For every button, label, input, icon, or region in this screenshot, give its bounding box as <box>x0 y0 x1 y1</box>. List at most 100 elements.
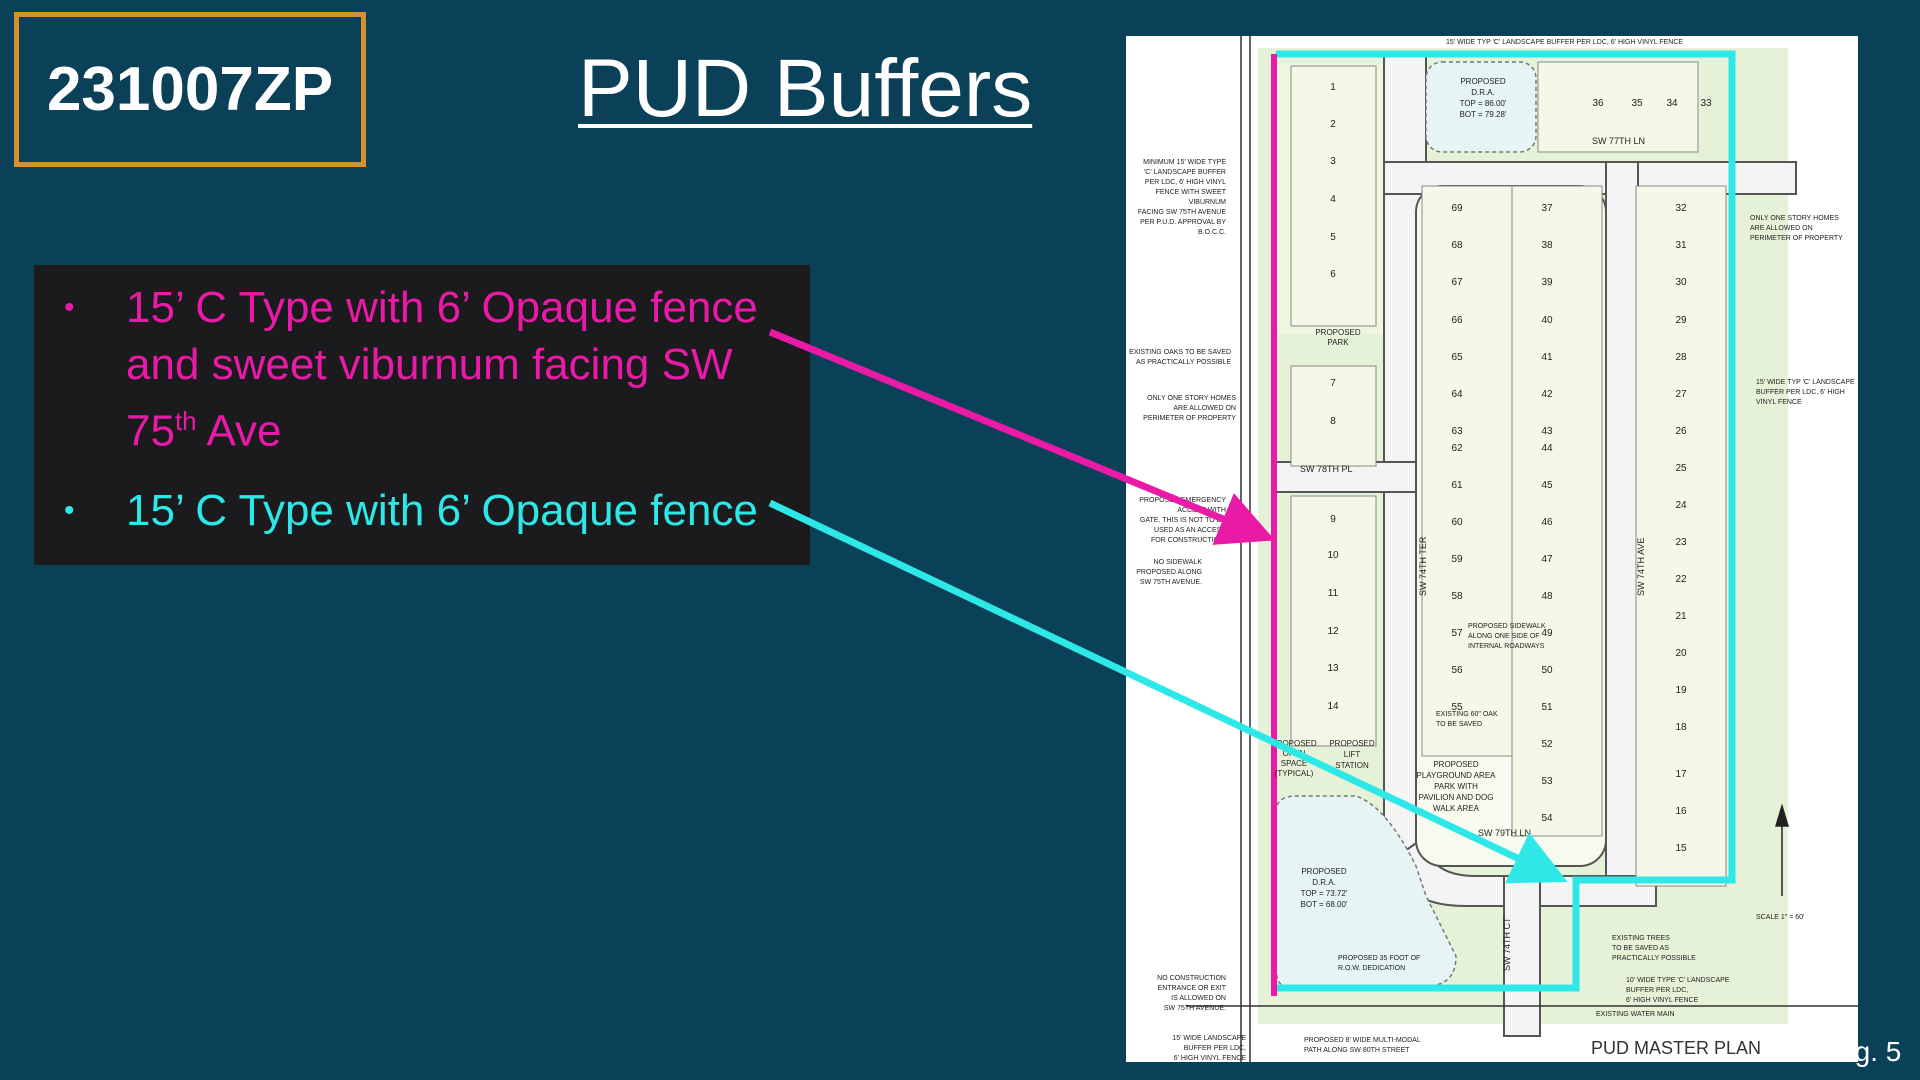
case-number-box: 231007ZP <box>14 12 366 167</box>
svg-text:SW 75TH AVENUE.: SW 75TH AVENUE. <box>1140 579 1202 586</box>
lot-19: 19 <box>1675 685 1687 696</box>
playground-label: PAVILION AND DOG <box>1419 793 1494 802</box>
open-space-label: (TYPICAL) <box>1275 769 1314 778</box>
page-label: Pg. 5 <box>1836 1036 1902 1067</box>
lot-53: 53 <box>1541 776 1553 787</box>
park-label: PROPOSED <box>1315 328 1361 337</box>
lot-40: 40 <box>1541 315 1553 326</box>
lot-15: 15 <box>1675 843 1687 854</box>
svg-text:TO BE SAVED: TO BE SAVED <box>1436 721 1482 728</box>
lot-46: 46 <box>1541 517 1553 528</box>
lot-60: 60 <box>1451 517 1463 528</box>
plan-footer: PUD MASTER PLAN <box>1591 1038 1761 1058</box>
playground-label: PROPOSED <box>1433 760 1479 769</box>
note-trees: EXISTING TREES <box>1612 935 1670 942</box>
lot-61: 61 <box>1451 480 1463 491</box>
open-space-label: SPACE <box>1281 759 1308 768</box>
bullet-cyan-text: 15’ C Type with 6’ Opaque fence <box>126 485 758 535</box>
lot-11: 11 <box>1328 588 1339 599</box>
lot-43: 43 <box>1541 426 1553 437</box>
svg-text:ENTRANCE OR EXIT: ENTRANCE OR EXIT <box>1158 985 1227 992</box>
svg-text:GATE. THIS IS NOT TO BE: GATE. THIS IS NOT TO BE <box>1140 517 1226 524</box>
bullet-list: • 15’ C Type with 6’ Opaque fence and sw… <box>34 265 810 565</box>
lot-39: 39 <box>1541 277 1553 288</box>
svg-text:PERIMETER OF PROPERTY: PERIMETER OF PROPERTY <box>1750 235 1843 242</box>
lot-47: 47 <box>1541 554 1553 565</box>
lot-50: 50 <box>1541 665 1553 676</box>
lot-28: 28 <box>1675 352 1687 363</box>
svg-text:PER P.U.D. APPROVAL BY: PER P.U.D. APPROVAL BY <box>1140 219 1226 226</box>
dra-top-label: TOP = 86.00' <box>1460 99 1507 108</box>
playground-label: PLAYGROUND AREA <box>1417 771 1497 780</box>
svg-text:SW 75TH AVENUE.: SW 75TH AVENUE. <box>1164 1005 1226 1012</box>
svg-text:PERIMETER OF PROPERTY: PERIMETER OF PROPERTY <box>1143 415 1236 422</box>
street-sw74ct: SW 74TH CT <box>1502 917 1512 971</box>
lot-3: 3 <box>1330 156 1336 167</box>
lot-17: 17 <box>1675 769 1687 780</box>
lot-44: 44 <box>1541 443 1553 454</box>
note-sidewalk: PROPOSED SIDEWALK <box>1468 623 1546 630</box>
svg-text:AS PRACTICALLY POSSIBLE: AS PRACTICALLY POSSIBLE <box>1136 359 1231 366</box>
svg-text:FOR CONSTRUCTION.: FOR CONSTRUCTION. <box>1151 537 1226 544</box>
lot-58: 58 <box>1451 591 1463 602</box>
north-arrow-icon <box>1774 803 1790 896</box>
lot-24: 24 <box>1675 500 1687 511</box>
pud-master-plan: 1 2 3 4 5 6 7 8 9 10 11 12 13 14 69 68 6… <box>1126 36 1858 1062</box>
lot-57: 57 <box>1451 628 1463 639</box>
lot-20: 20 <box>1675 648 1687 659</box>
bullet-magenta-line3-post: Ave <box>196 406 282 456</box>
lot-26: 26 <box>1675 426 1687 437</box>
lift-label: PROPOSED <box>1329 739 1375 748</box>
lot-34: 34 <box>1666 98 1678 109</box>
dra-bottom-label: BOT = 68.00' <box>1301 900 1348 909</box>
bullet-magenta-line1: 15’ C Type with 6’ Opaque fence <box>126 283 758 332</box>
lot-23: 23 <box>1675 537 1687 548</box>
lot-66: 66 <box>1451 315 1463 326</box>
lot-30: 30 <box>1675 277 1687 288</box>
lot-38: 38 <box>1541 240 1553 251</box>
note-multimodal: PROPOSED 8' WIDE MULTI-MODAL <box>1304 1037 1421 1044</box>
bullet-magenta: • 15’ C Type with 6’ Opaque fence and sw… <box>54 279 790 460</box>
note-no-sidewalk: NO SIDEWALK <box>1154 559 1203 566</box>
svg-text:PROPOSED ALONG: PROPOSED ALONG <box>1136 569 1202 576</box>
bullet-magenta-text: 15’ C Type with 6’ Opaque fence and swee… <box>126 279 758 460</box>
svg-text:INTERNAL ROADWAYS: INTERNAL ROADWAYS <box>1468 643 1545 650</box>
svg-text:VINYL FENCE: VINYL FENCE <box>1756 399 1802 406</box>
street-sw78pl: SW 78TH PL <box>1300 464 1353 474</box>
lot-31: 31 <box>1675 240 1687 251</box>
svg-text:PATH ALONG SW 80TH STREET: PATH ALONG SW 80TH STREET <box>1304 1047 1410 1054</box>
lot-33: 33 <box>1700 98 1712 109</box>
lot-65: 65 <box>1451 352 1463 363</box>
lot-7: 7 <box>1330 378 1336 389</box>
lot-56: 56 <box>1451 665 1463 676</box>
lot-67: 67 <box>1451 277 1463 288</box>
note-water: EXISTING WATER MAIN <box>1596 1011 1675 1018</box>
note-buffer10: 10' WIDE TYPE 'C' LANDSCAPE <box>1626 977 1730 984</box>
dra-bottom-label: TOP = 73.72' <box>1301 889 1348 898</box>
lot-36: 36 <box>1592 98 1604 109</box>
note-row: PROPOSED 35 FOOT OF <box>1338 955 1420 962</box>
dra-top-label: D.R.A. <box>1471 88 1495 97</box>
park-label: PARK <box>1327 338 1349 347</box>
case-number: 231007ZP <box>46 55 334 124</box>
lot-5: 5 <box>1330 232 1336 243</box>
svg-text:ALONG ONE SIDE OF: ALONG ONE SIDE OF <box>1468 633 1540 640</box>
note-one-story-right: ONLY ONE STORY HOMES <box>1750 215 1839 222</box>
lot-4: 4 <box>1330 194 1336 205</box>
lot-63: 63 <box>1451 426 1463 437</box>
lot-25: 25 <box>1675 463 1687 474</box>
svg-text:MINIMUM 15' WIDE TYPE: MINIMUM 15' WIDE TYPE <box>1143 159 1226 166</box>
note-no-construction: NO CONSTRUCTION <box>1157 975 1226 982</box>
svg-text:BUFFER PER LDC,: BUFFER PER LDC, <box>1184 1045 1246 1052</box>
lot-29: 29 <box>1675 315 1687 326</box>
svg-text:PRACTICALLY POSSIBLE: PRACTICALLY POSSIBLE <box>1612 955 1696 962</box>
lot-69: 69 <box>1451 203 1463 214</box>
lot-6: 6 <box>1330 269 1336 280</box>
svg-text:'C' LANDSCAPE BUFFER: 'C' LANDSCAPE BUFFER <box>1144 169 1226 176</box>
lot-8: 8 <box>1330 416 1336 427</box>
cyan-arrow <box>768 499 1568 884</box>
lot-10: 10 <box>1327 550 1339 561</box>
lot-1: 1 <box>1330 82 1336 93</box>
lot-37: 37 <box>1541 203 1553 214</box>
